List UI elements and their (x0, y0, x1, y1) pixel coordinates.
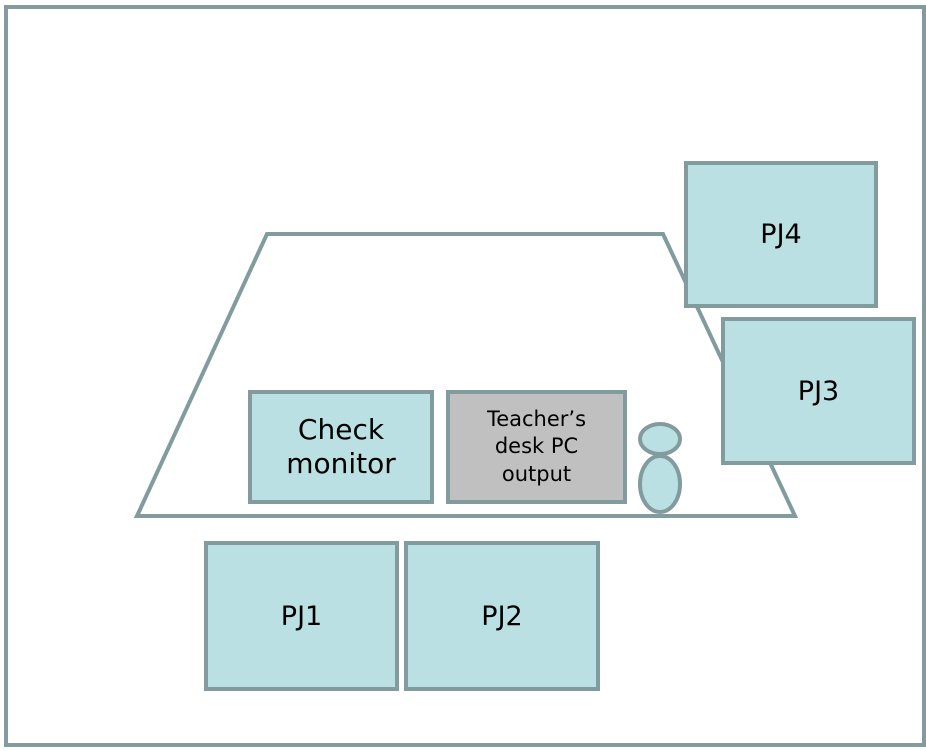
projector-pj4: PJ4 (684, 161, 878, 308)
projector-pj1: PJ1 (204, 541, 399, 691)
check-monitor: Check monitor (248, 390, 434, 504)
projector-pj4-label: PJ4 (760, 219, 802, 250)
projector-pj3: PJ3 (721, 317, 916, 465)
projector-pj2-label: PJ2 (481, 600, 523, 632)
teacher-desk-pc-output: Teacher’s desk PC output (446, 390, 627, 504)
projector-pj3-label: PJ3 (797, 375, 840, 407)
check-monitor-label: Check monitor (286, 413, 396, 480)
teacher-desk-pc-output-label: Teacher’s desk PC output (486, 407, 587, 486)
projector-pj2: PJ2 (404, 541, 600, 691)
projector-pj1-label: PJ1 (280, 600, 323, 632)
